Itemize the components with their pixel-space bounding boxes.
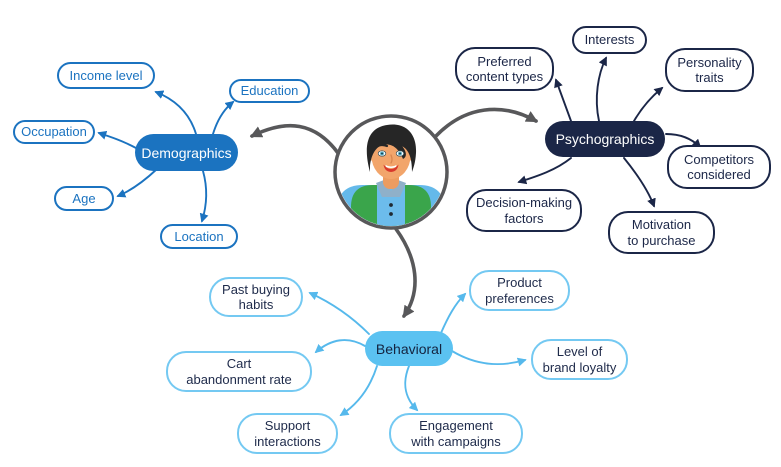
node-location-label: Location: [174, 228, 224, 244]
psychographics-edges: [517, 56, 702, 208]
edge-psychographics-personality-traits: [633, 86, 664, 122]
edge-demographics-education: [212, 100, 235, 135]
node-income-level: Income level: [57, 62, 155, 89]
node-product-preferences-label: Product preferences: [485, 275, 554, 306]
node-psychographics-label: Psychographics: [555, 131, 655, 147]
avatar-mouth: [383, 164, 399, 172]
node-personality-traits-label: Personality traits: [677, 54, 742, 85]
edge-demographics-income-level: [154, 90, 197, 135]
node-engagement-with-campaigns: Engagement with campaigns: [389, 413, 523, 454]
edge-center-behavioral: [394, 227, 417, 318]
edge-behavioral-product-preferences: [440, 292, 467, 334]
node-support-interactions: Support interactions: [237, 413, 338, 454]
edge-psychographics-decision-making: [517, 157, 572, 185]
edge-behavioral-engagement: [404, 365, 419, 412]
node-cart-abandonment-rate: Cart abandonment rate: [166, 351, 312, 392]
node-occupation: Occupation: [13, 120, 95, 144]
node-interests: Interests: [572, 26, 647, 54]
node-demographics: Demographics: [135, 134, 238, 171]
node-motivation-to-purchase: Motivation to purchase: [608, 211, 715, 254]
edge-center-psychographics: [434, 107, 539, 138]
edge-behavioral-support: [339, 365, 378, 416]
node-level-of-brand-loyalty-label: Level of brand loyalty: [542, 344, 617, 375]
node-support-interactions-label: Support interactions: [254, 418, 321, 449]
person-avatar: [333, 114, 449, 230]
node-cart-abandonment-rate-label: Cart abandonment rate: [186, 356, 292, 387]
node-age-label: Age: [72, 190, 96, 206]
node-age: Age: [54, 186, 114, 211]
edge-psychographics-preferred-content: [554, 78, 572, 122]
node-preferred-content-types: Preferred content types: [455, 47, 554, 91]
node-motivation-to-purchase-label: Motivation to purchase: [627, 217, 696, 248]
edge-demographics-age: [116, 168, 158, 198]
node-past-buying-habits: Past buying habits: [209, 277, 303, 317]
node-education: Education: [229, 79, 310, 103]
edge-psychographics-motivation: [623, 157, 656, 208]
node-education-label: Education: [240, 83, 299, 99]
avatar-pupil: [399, 152, 401, 155]
node-demographics-label: Demographics: [141, 144, 232, 161]
node-preferred-content-types-label: Preferred content types: [465, 53, 544, 84]
node-behavioral-label: Behavioral: [375, 340, 443, 357]
node-behavioral: Behavioral: [365, 331, 453, 366]
avatar-button: [389, 212, 393, 216]
edge-behavioral-brand-loyalty: [451, 350, 527, 367]
node-decision-making-factors: Decision-making factors: [466, 189, 582, 232]
behavioral-edges: [308, 291, 527, 416]
node-level-of-brand-loyalty: Level of brand loyalty: [531, 339, 628, 380]
node-decision-making-factors-label: Decision-making factors: [475, 195, 573, 226]
avatar-eyebrow: [393, 143, 408, 149]
node-product-preferences: Product preferences: [469, 270, 570, 311]
edge-behavioral-cart-abandonment: [314, 339, 366, 354]
node-location: Location: [160, 224, 238, 249]
demographics-edges: [97, 90, 235, 223]
center-connectors: [249, 107, 539, 318]
node-past-buying-habits-label: Past buying habits: [222, 281, 290, 312]
edge-behavioral-past-buying: [308, 291, 370, 335]
avatar-pupil: [381, 152, 383, 155]
avatar-button: [389, 203, 393, 207]
node-competitors-considered-label: Competitors considered: [683, 151, 755, 182]
node-interests-label: Interests: [584, 32, 635, 48]
edge-demographics-location: [199, 170, 209, 223]
avatar-circle-ring: [333, 114, 449, 230]
node-income-level-label: Income level: [69, 67, 143, 83]
node-personality-traits: Personality traits: [665, 48, 754, 92]
node-engagement-with-campaigns-label: Engagement with campaigns: [411, 418, 501, 449]
node-psychographics: Psychographics: [545, 121, 665, 157]
avatar-eyebrow: [374, 143, 389, 149]
edge-demographics-occupation: [97, 131, 137, 149]
edge-center-demographics: [249, 123, 340, 155]
avatar-nose: [390, 154, 393, 164]
avatar-hair: [366, 124, 417, 172]
avatar-teeth: [385, 165, 397, 168]
node-occupation-label: Occupation: [21, 124, 87, 140]
node-competitors-considered: Competitors considered: [667, 145, 771, 189]
edge-psychographics-interests: [595, 56, 607, 122]
